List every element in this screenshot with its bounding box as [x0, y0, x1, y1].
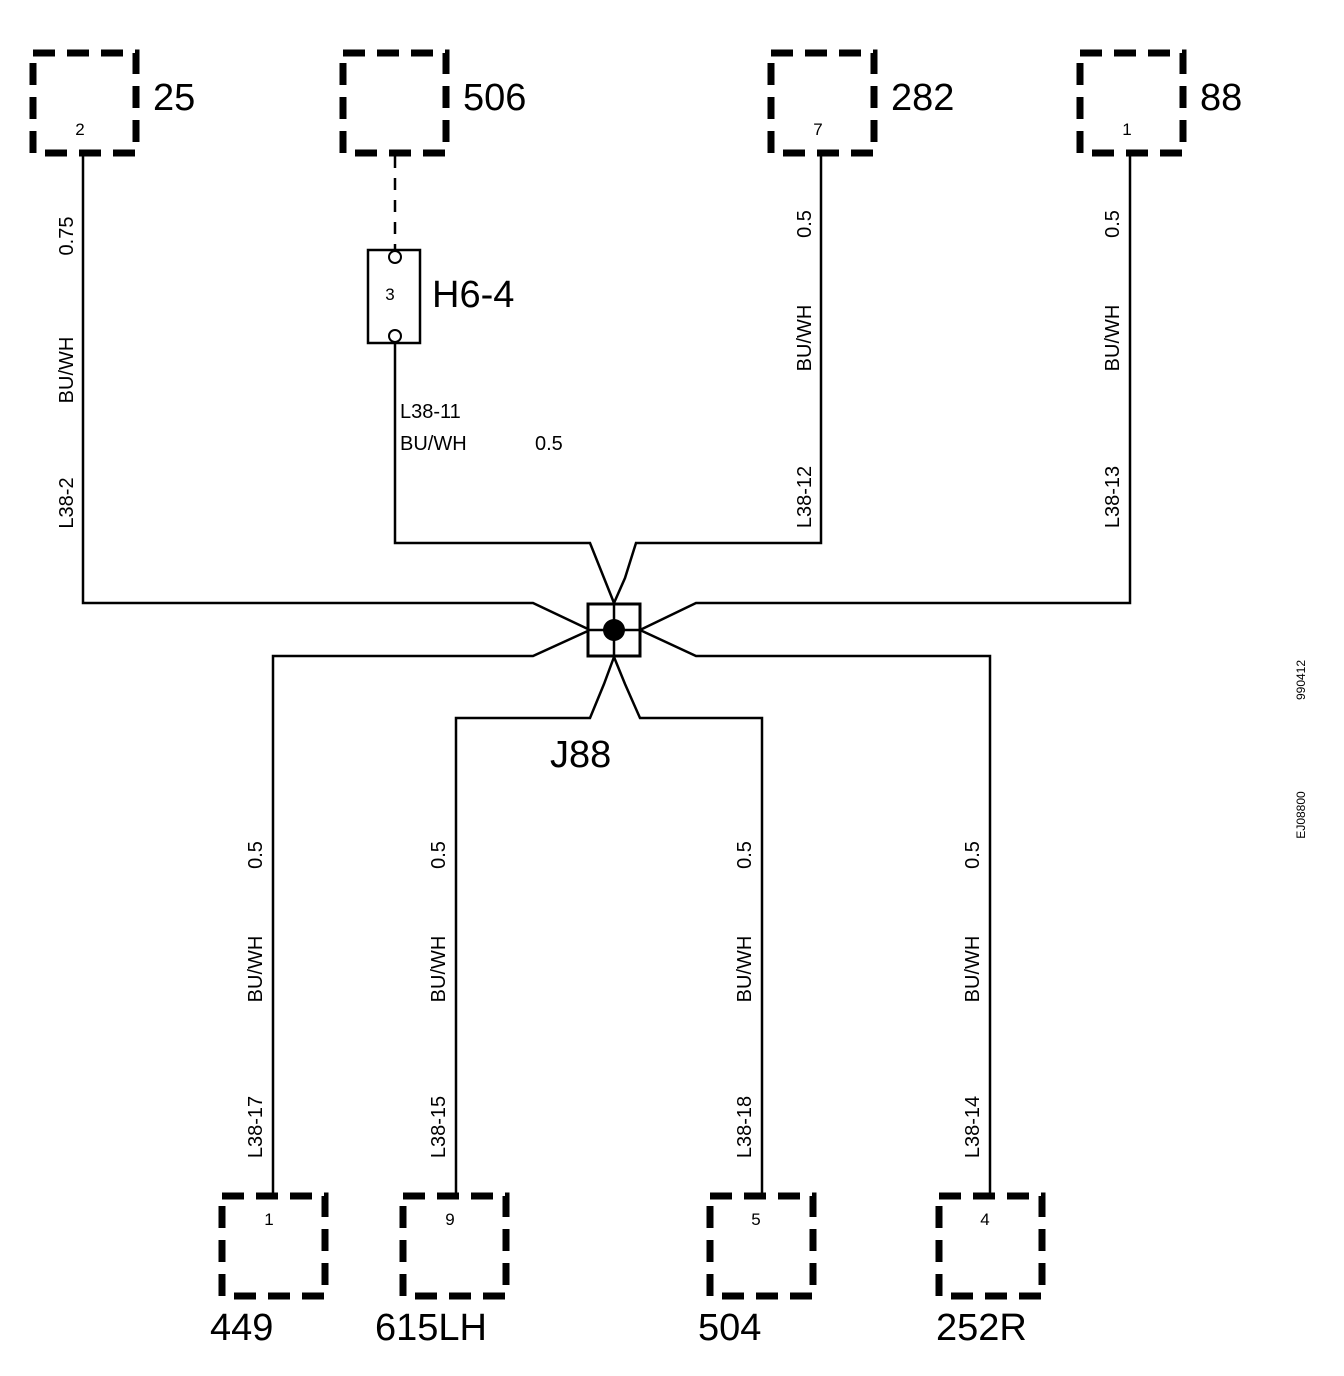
wire-l38-18[interactable] [612, 656, 764, 1195]
wire-l38-18-size: 0.5 [734, 841, 756, 869]
wire-l38-18-id: L38-18 [734, 1096, 756, 1158]
wire-l38-17-id: L38-17 [245, 1096, 267, 1158]
connector-25-label: 25 [153, 77, 195, 119]
wire-l38-17-size: 0.5 [245, 841, 267, 869]
connector-25-pin: 2 [75, 120, 84, 139]
h6-4-label: H6-4 [432, 274, 514, 316]
side-code-date: 990412 [1294, 660, 1308, 700]
connector-506[interactable]: 506 [339, 49, 526, 157]
connector-88-label: 88 [1200, 77, 1242, 119]
wire-l38-2-size: 0.75 [56, 217, 78, 256]
connector-449-pin: 1 [264, 1210, 273, 1229]
splice-j88[interactable]: J88 [550, 602, 642, 776]
wire-l38-18-color: BU/WH [734, 936, 756, 1003]
wire-l38-11-color: BU/WH [400, 433, 467, 455]
wire-l38-14[interactable] [639, 628, 992, 1195]
wire-l38-13-size: 0.5 [1102, 210, 1124, 238]
connector-615lh-label: 615LH [375, 1307, 487, 1349]
wire-l38-2-id: L38-2 [56, 477, 78, 528]
wire-l38-11-id: L38-11 [400, 401, 461, 423]
inline-connector-h6-4[interactable]: 3 H6-4 [366, 156, 514, 345]
connector-88-pin: 1 [1122, 120, 1131, 139]
wire-l38-13-color: BU/WH [1102, 305, 1124, 372]
wire-l38-12-color: BU/WH [794, 305, 816, 372]
connector-282-pin: 7 [813, 120, 822, 139]
connector-449[interactable]: 1 449 [210, 1192, 329, 1349]
connector-282[interactable]: 7 282 [767, 49, 954, 157]
splice-j88-label: J88 [550, 734, 611, 776]
wire-l38-12[interactable] [612, 153, 823, 604]
connector-615lh-pin: 9 [445, 1210, 454, 1229]
wire-l38-14-size: 0.5 [962, 841, 984, 869]
wire-l38-12-id: L38-12 [794, 466, 816, 528]
wire-l38-15-color: BU/WH [428, 936, 450, 1003]
connector-252r[interactable]: 4 252R [935, 1192, 1046, 1349]
wire-l38-17[interactable] [271, 628, 591, 1195]
connector-252r-pin: 4 [980, 1210, 989, 1229]
connector-504-label: 504 [698, 1307, 761, 1349]
wire-l38-15-size: 0.5 [428, 841, 450, 869]
wire-l38-2[interactable] [81, 153, 591, 632]
wire-l38-13-id: L38-13 [1102, 466, 1124, 528]
connector-252r-label: 252R [936, 1307, 1027, 1349]
connector-282-label: 282 [891, 77, 954, 119]
wire-l38-14-color: BU/WH [962, 936, 984, 1003]
connector-449-label: 449 [210, 1307, 273, 1349]
wire-l38-11-size: 0.5 [535, 433, 563, 455]
wire-l38-2-color: BU/WH [56, 337, 78, 404]
wire-l38-13[interactable] [639, 153, 1132, 632]
connector-504[interactable]: 5 504 [698, 1192, 817, 1349]
connector-88[interactable]: 1 88 [1076, 49, 1242, 157]
side-code-figure: EJ08800 [1294, 791, 1308, 839]
connector-615lh[interactable]: 9 615LH [375, 1192, 510, 1349]
wire-l38-14-id: L38-14 [962, 1096, 984, 1158]
h6-4-pin: 3 [385, 285, 394, 304]
wire-l38-11[interactable] [393, 342, 616, 604]
wire-l38-12-size: 0.5 [794, 210, 816, 238]
wire-l38-15-id: L38-15 [428, 1096, 450, 1158]
wire-l38-17-color: BU/WH [245, 936, 267, 1003]
wire-l38-15[interactable] [454, 656, 616, 1195]
connector-25[interactable]: 2 25 [29, 49, 195, 157]
connector-506-label: 506 [463, 77, 526, 119]
connector-504-pin: 5 [751, 1210, 760, 1229]
